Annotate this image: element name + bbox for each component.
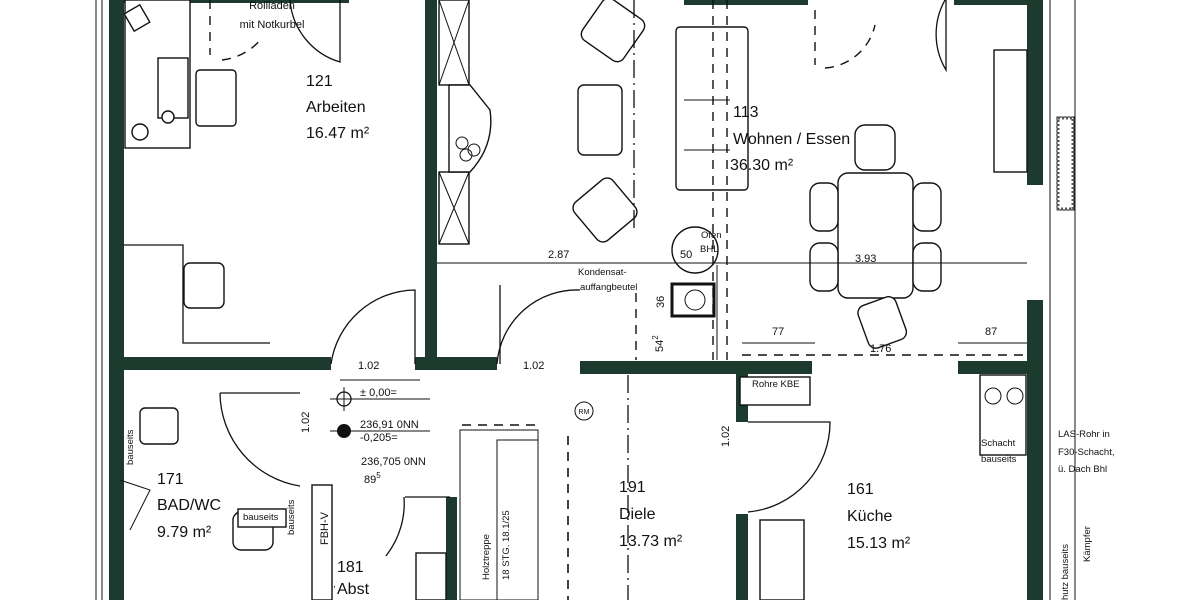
dim-393: 3.93 [855, 253, 876, 265]
room-area: 13.73 m² [619, 533, 683, 550]
label-backdrop [335, 556, 413, 600]
room-area: 15.13 m² [847, 535, 911, 552]
note-stufen: 18 STG. 18.1/25 [501, 510, 512, 580]
room-number: 191 [619, 479, 646, 496]
room-wohnen: 113 Wohnen / Essen 36.30 m² [730, 104, 850, 174]
note-rollladen: Rollladen [249, 0, 295, 12]
note-rm: RM [579, 409, 590, 416]
door-width-wohnen: 1.02 [523, 360, 544, 372]
note-f30-schacht: F30-Schacht, [1058, 447, 1115, 458]
note-bauseits-3: bauseits [286, 499, 297, 535]
note-las-rohr: LAS-Rohr in [1058, 429, 1110, 440]
note-rohre-kbe: Rohre KBE [752, 379, 800, 390]
note-bauseits-1: bauseits [125, 429, 136, 465]
room-area: 36.30 m² [730, 157, 794, 174]
room-number: 171 [157, 471, 184, 488]
room-diele: 191 Diele 13.73 m² [619, 479, 683, 550]
room-name: Küche [847, 508, 892, 525]
exterior-lines [95, 0, 1076, 600]
furniture [123, 0, 1028, 600]
room-name: BAD/WC [157, 497, 221, 514]
dim-36: 36 [655, 296, 667, 308]
level-nn-2: 236,705 0NN [361, 456, 426, 468]
door-width-arbeiten: 1.02 [358, 360, 379, 372]
room-number: 181 [337, 559, 364, 576]
annotations: Rollladen mit Notkurbel Ofen BHL 50 Kond… [125, 0, 1115, 600]
staircase [459, 401, 594, 600]
dim-77: 77 [772, 326, 784, 338]
room-name: Wohnen / Essen [733, 131, 850, 148]
room-arbeiten: 121 Arbeiten 16.47 m² [306, 73, 370, 142]
dim-176: 1.76 [870, 343, 891, 355]
doors [119, 0, 947, 588]
note-bhl: BHL [700, 244, 718, 255]
note-schacht: Schacht [981, 438, 1016, 449]
room-bad: 171 BAD/WC 9.79 m² [157, 471, 221, 541]
room-name: Arbeiten [306, 99, 366, 116]
room-name: Diele [619, 506, 656, 523]
room-number: 121 [306, 73, 333, 90]
note-notkurbel: mit Notkurbel [240, 19, 305, 31]
room-name: Abst [337, 581, 370, 598]
walls [109, 0, 1043, 600]
note-bauseits-2: bauseits [243, 512, 279, 523]
level-offset: -0,205= [360, 432, 398, 444]
room-number: 161 [847, 481, 874, 498]
note-auffangbeutel: auffangbeutel [580, 282, 637, 293]
dim-87: 87 [985, 326, 997, 338]
room-area: 16.47 m² [306, 125, 370, 142]
note-kondensat: Kondensat- [578, 267, 627, 278]
door-width-bad: 1.02 [300, 412, 312, 433]
dim-54: 542 [651, 335, 666, 352]
note-schacht-bauseits: bauseits [981, 454, 1017, 465]
note-ofen: Ofen [701, 230, 722, 241]
room-area: 9.79 m² [157, 524, 212, 541]
note-kaempfer: Kämpfer [1082, 526, 1093, 562]
room-number: 113 [733, 104, 759, 121]
level-89: 895 [364, 471, 381, 486]
note-dach-bhl: ü. Dach Bhl [1058, 464, 1107, 475]
dim-50: 50 [680, 249, 692, 261]
note-schutz-bauseits: hutz bauseits [1060, 544, 1071, 600]
note-holztreppe: Holztreppe [481, 534, 492, 580]
level-markers [330, 387, 430, 438]
note-fbh-v: FBH-V [319, 511, 331, 545]
door-width-kueche: 1.02 [720, 426, 732, 447]
level-nn-1: 236,91 0NN [360, 419, 419, 431]
dim-287: 2.87 [548, 249, 569, 261]
level-zero: ± 0,00= [360, 387, 397, 399]
room-kueche: 161 Küche 15.13 m² [847, 481, 911, 552]
dimension-lines [437, 0, 1027, 600]
room-abst: 181 Abst [335, 556, 413, 600]
